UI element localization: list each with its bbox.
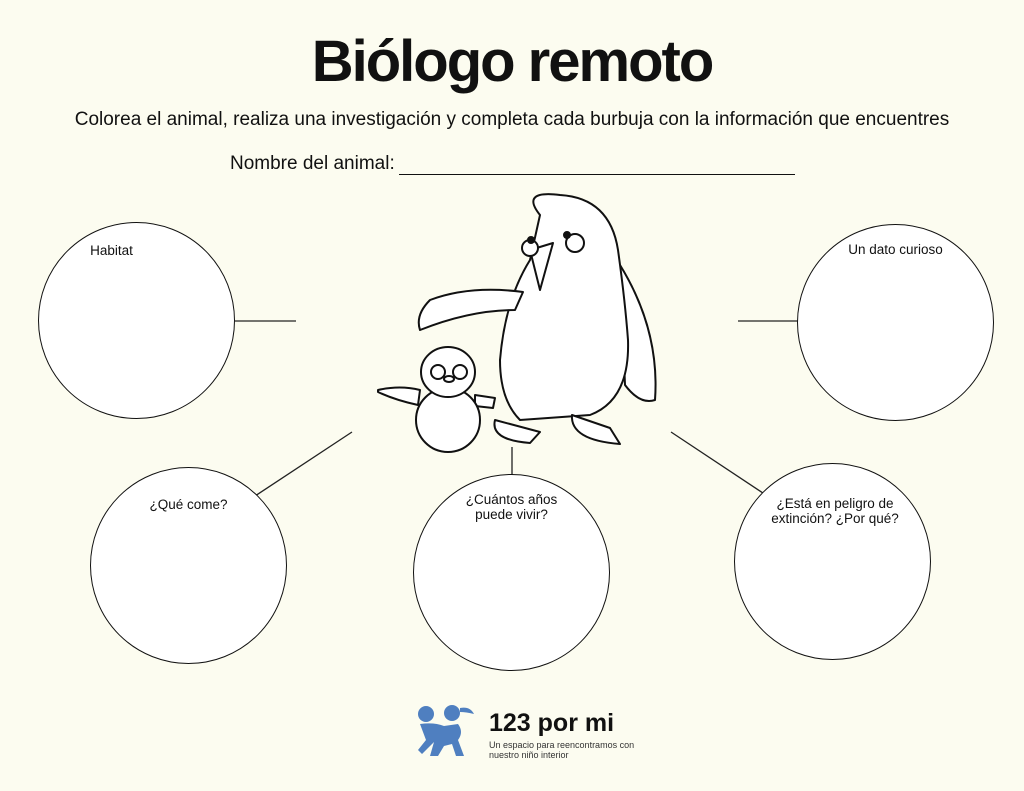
bubble-curious-fact[interactable]: Un dato curioso (797, 224, 994, 421)
page-title: Biólogo remoto (311, 29, 715, 94)
bubble-lifespan[interactable]: ¿Cuántos años puede vivir? (413, 474, 610, 671)
bubble-label: ¿Cuántos años puede vivir? (465, 492, 558, 522)
penguin-illustration (377, 193, 657, 453)
logo-name: 123 por mi (489, 709, 615, 737)
logo-kids-icon (418, 705, 474, 756)
connector-line (670, 431, 779, 504)
bubble-label: Un dato curioso (848, 242, 943, 257)
bubble-habitat[interactable]: Habitat (38, 222, 235, 419)
bubble-endangered[interactable]: ¿Está en peligro de extinción? ¿Por qué? (734, 463, 931, 660)
logo-tagline: Un espacio para reencontramos con nuestr… (489, 740, 635, 760)
connector-line (251, 431, 353, 499)
bubble-label: ¿Qué come? (149, 497, 228, 512)
animal-name-blank[interactable] (398, 156, 795, 175)
instructions: Colorea el animal, realiza una investiga… (74, 109, 950, 130)
animal-name-label: Nombre del animal: (230, 153, 395, 174)
bubble-label: Habitat (90, 243, 133, 258)
animal-name-row: Nombre del animal: (230, 153, 795, 175)
bubble-diet[interactable]: ¿Qué come? (90, 467, 287, 664)
bubble-label: ¿Está en peligro de extinción? ¿Por qué? (771, 496, 899, 526)
